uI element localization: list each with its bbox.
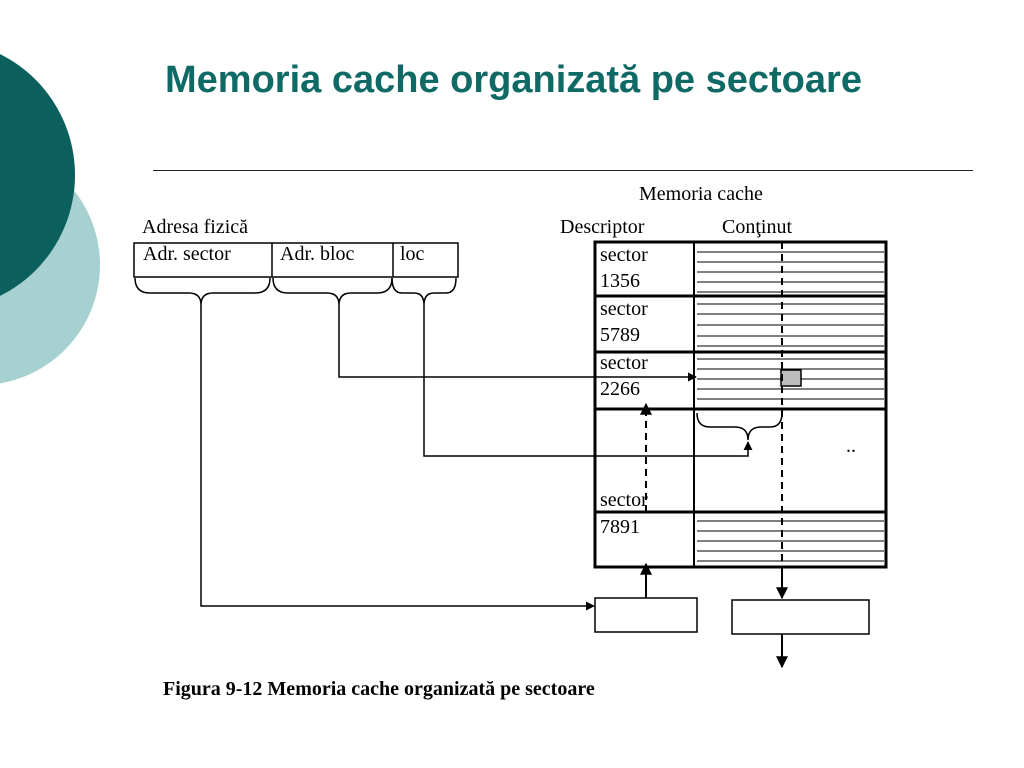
output-box — [731, 599, 870, 635]
address-register: Adr. sector Adr. bloc loc — [133, 242, 459, 278]
sector-word: sector — [600, 489, 648, 511]
sector-word: sector — [600, 244, 648, 266]
ellipsis: .. — [846, 435, 856, 457]
content-header: Conţinut — [722, 216, 792, 238]
content-lines — [697, 251, 884, 562]
decorative-circles — [0, 54, 100, 384]
brace-loc — [391, 277, 457, 306]
loc-address-arrow — [423, 305, 753, 457]
sector-number: 2266 — [600, 378, 640, 400]
brace-sector — [134, 277, 271, 306]
comparator-box — [594, 597, 698, 633]
physical-address-label: Adresa fizică — [142, 216, 248, 238]
content-brace — [696, 412, 783, 441]
field-braces — [134, 277, 457, 306]
selected-word-cell — [780, 369, 802, 387]
address-field-sector: Adr. sector — [143, 243, 231, 265]
slide-title: Memoria cache organizată pe sectoare — [165, 59, 862, 101]
cache-memory-block — [593, 240, 888, 569]
sector-word: sector — [600, 298, 648, 320]
sector-number: 1356 — [600, 270, 640, 292]
sector-address-arrow — [200, 305, 595, 611]
figure-caption: Figura 9-12 Memoria cache organizată pe … — [163, 678, 595, 700]
cache-memory-label: Memoria cache — [639, 183, 763, 205]
sector-number: 7891 — [600, 516, 640, 538]
sector-number: 5789 — [600, 324, 640, 346]
descriptor-header: Descriptor — [560, 216, 645, 238]
sector-descriptors: sector 1356 sector 5789 sector 2266 sect… — [600, 244, 648, 538]
title-divider — [153, 170, 973, 171]
address-field-block: Adr. bloc — [280, 243, 355, 265]
sector-word: sector — [600, 352, 648, 374]
address-field-loc: loc — [400, 243, 425, 265]
brace-block — [272, 277, 393, 306]
block-address-arrow — [338, 305, 697, 382]
